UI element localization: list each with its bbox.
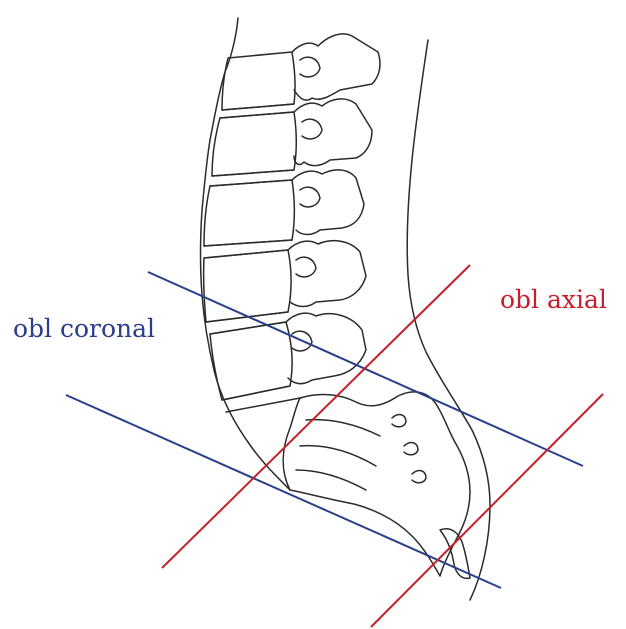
posterior-elements-l5 — [286, 313, 366, 384]
axial-plane-left — [162, 265, 470, 568]
spine-sketch — [201, 18, 491, 600]
posterior-elements-l4 — [288, 241, 366, 307]
facet-l4 — [296, 257, 316, 277]
coronal-plane-lower — [66, 395, 501, 588]
vertebral-body-l4 — [204, 250, 291, 322]
obl-axial-label: obl axial — [500, 287, 607, 312]
axial-plane-right — [371, 394, 603, 627]
vertebral-body-l2 — [212, 112, 296, 176]
vertebral-body-l3 — [204, 180, 294, 246]
disc-l1-l2 — [220, 104, 294, 118]
disc-l2-l3 — [210, 170, 294, 186]
sacral-foramina — [392, 415, 426, 483]
disc-l5-s1 — [222, 386, 300, 412]
sacral-segments — [296, 420, 380, 490]
facet-l1 — [300, 57, 320, 77]
posterior-elements-l1 — [292, 34, 380, 100]
vertebral-body-l1 — [222, 52, 295, 110]
facet-l3 — [300, 187, 320, 207]
posterior-elements-l3 — [292, 170, 364, 235]
posterior-elements-l2 — [294, 99, 372, 166]
disc-l3-l4 — [204, 240, 292, 258]
obl-coronal-label: obl coronal — [13, 316, 155, 341]
facet-l2 — [302, 119, 322, 139]
back-outline — [407, 40, 490, 600]
